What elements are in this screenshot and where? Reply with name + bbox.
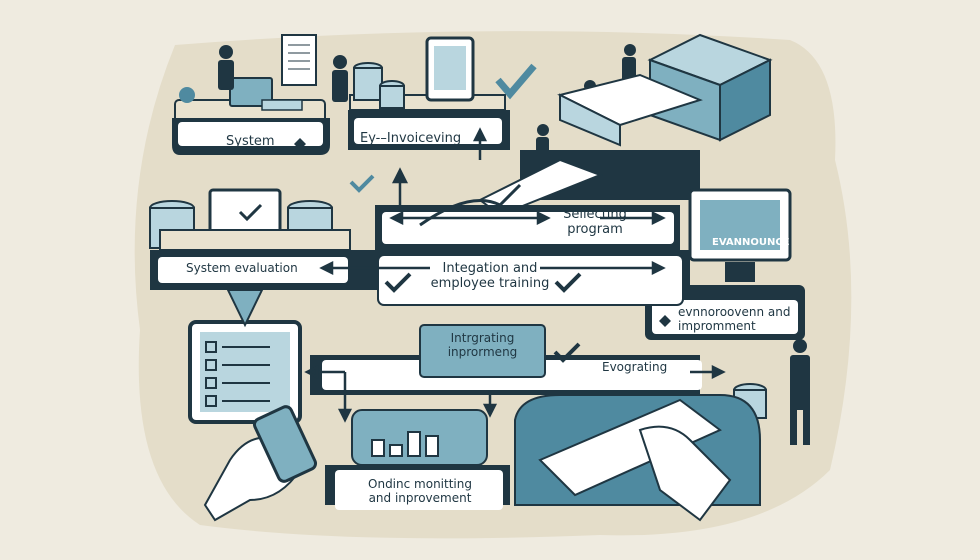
flow-arrows — [304, 127, 726, 423]
down-arrow-icon — [226, 289, 264, 328]
server-blocks — [557, 33, 773, 147]
keyboard-hand-icon — [638, 425, 732, 522]
diamond-icon — [294, 138, 671, 327]
step-system: System — [226, 134, 275, 149]
document-stack-icon — [281, 34, 317, 86]
step-system-evaluation: System evaluation — [186, 261, 298, 275]
monitor-icon — [208, 188, 282, 234]
keyboard-icon — [538, 398, 722, 497]
step-evograting: Evograting — [602, 360, 668, 374]
phone-icon — [252, 405, 318, 483]
stair-arrow — [419, 183, 522, 227]
step-e-invoicing: Ey-–Invoiceving — [360, 131, 462, 146]
integrating-box — [419, 324, 546, 378]
screen-banner: EVANNOUNCE — [712, 237, 790, 248]
checkmark-icon — [349, 174, 582, 363]
step-ongoing-monitoring: Ondinc monitting and inprovement — [368, 477, 472, 505]
bar-chart-icon — [371, 431, 439, 457]
step-selecting-program: Sellecting program — [563, 207, 627, 237]
plant-icon — [179, 87, 195, 103]
coin-platform — [159, 229, 351, 251]
step-integrating-improvement: Intrgrating inprormeng — [447, 331, 518, 359]
step-integration-training: Integation and employee training — [430, 261, 550, 291]
laptop-icon — [229, 77, 273, 107]
step-environment-improvement: evnnoroovenn and impromment — [678, 305, 791, 333]
